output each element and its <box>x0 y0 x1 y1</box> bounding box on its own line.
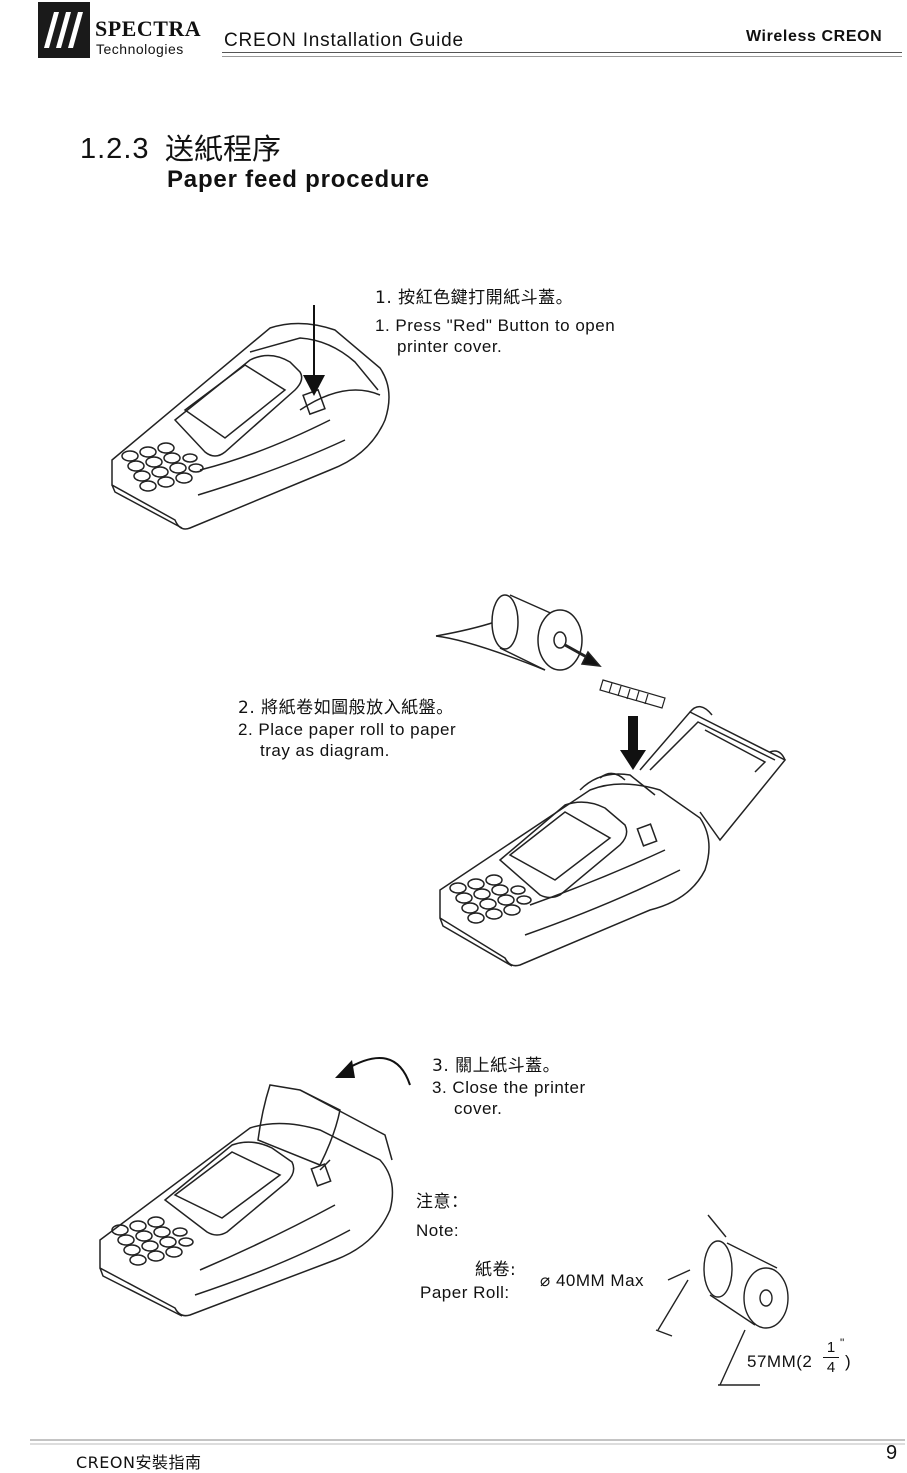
header-rule <box>222 52 902 53</box>
logo-stripes-icon <box>44 12 83 48</box>
brand-name: SPECTRA <box>95 16 202 41</box>
section-label: Wireless CREON <box>746 28 883 45</box>
spindle-icon <box>599 679 666 709</box>
guide-title: CREON Installation Guide <box>224 30 464 51</box>
terminal-closed-illustration <box>111 322 390 530</box>
paper-roll-label-cn: 紙卷: <box>475 1260 517 1280</box>
step-1-en-line2: printer cover. <box>397 337 503 356</box>
step-2-number-en: 2. <box>238 720 254 739</box>
step-1-number-en: 1. <box>375 316 391 335</box>
note-label-cn: 注意： <box>416 1192 469 1212</box>
step-1-number: 1. <box>375 288 393 308</box>
roll-diameter-value: ⌀ 40MM Max <box>540 1271 645 1290</box>
step-1-cn: 按紅色鍵打開紙斗蓋。 <box>398 288 574 308</box>
brand-logo-mark <box>38 2 90 58</box>
step-3-en-line2: cover. <box>454 1099 503 1118</box>
step-1-text: 1. 按紅色鍵打開紙斗蓋。 1. Press "Red" Button to o… <box>375 288 615 357</box>
paper-roll-label-en: Paper Roll: <box>420 1283 510 1302</box>
step-2-text: 2. 將紙卷如圖般放入紙盤。 2. Place paper roll to pa… <box>238 698 456 761</box>
brand-subtitle: Technologies <box>96 41 184 57</box>
terminal-open-illustration <box>439 706 787 967</box>
step-3-en-line1: Close the printer <box>452 1078 586 1097</box>
header-rule-secondary <box>222 56 902 57</box>
footer-label: CREON安裝指南 <box>76 1453 202 1472</box>
section-title-en: Paper feed procedure <box>167 166 430 193</box>
step-2-en-line1: Place paper roll to paper <box>258 720 457 739</box>
step-3-number: 3. <box>432 1056 450 1076</box>
step-3-number-en: 3. <box>432 1078 448 1097</box>
inch-mark: " <box>840 1336 845 1350</box>
page-number: 9 <box>886 1442 898 1464</box>
step-2-en-line2: tray as diagram. <box>260 741 390 760</box>
terminal-closing-illustration <box>99 1084 394 1317</box>
roll-width-close: ) <box>845 1352 852 1371</box>
fraction-numerator: 1 <box>826 1339 836 1356</box>
fraction-denominator: 4 <box>826 1359 836 1376</box>
press-arrow-icon <box>303 305 325 396</box>
curved-arrow-icon <box>335 1057 411 1086</box>
section-number: 1.2.3 <box>80 133 150 165</box>
step-2-number: 2. <box>238 698 256 718</box>
roll-width-value: 57MM(2 <box>747 1352 813 1371</box>
fraction-bar <box>823 1357 839 1358</box>
step-2-cn: 將紙卷如圖般放入紙盤。 <box>261 698 454 718</box>
step-3-cn: 關上紙斗蓋。 <box>455 1056 561 1076</box>
section-title-cn: 送紙程序 <box>165 132 282 166</box>
insert-arrow-icon <box>620 716 646 770</box>
step-3-text: 3. 關上紙斗蓋。 3. Close the printer cover. <box>432 1056 586 1119</box>
note-label-en: Note: <box>416 1221 460 1240</box>
paper-roll-illustration <box>435 594 602 671</box>
step-1-en-line1: Press "Red" Button to open <box>395 316 616 335</box>
